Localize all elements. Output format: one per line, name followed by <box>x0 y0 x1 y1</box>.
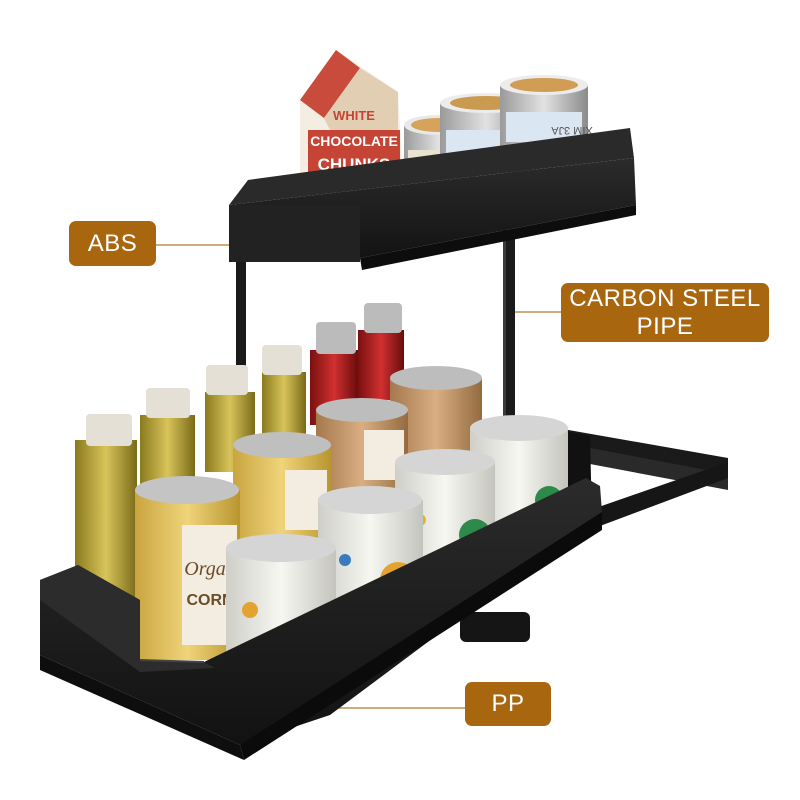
callout-pipe-line1: CARBON STEEL <box>569 284 761 312</box>
callout-pipe-line2: PIPE <box>636 312 694 340</box>
callout-abs: ABS <box>69 221 156 266</box>
callout-carbon-steel-pipe: CARBON STEEL PIPE <box>561 283 769 342</box>
oil-bottle <box>262 345 306 442</box>
upper-shelf-abs <box>229 128 636 270</box>
callout-pp: PP <box>465 682 551 726</box>
callout-pp-text: PP <box>491 690 525 718</box>
slide-rail <box>460 425 728 642</box>
tan-can <box>390 366 482 458</box>
yellow-can <box>233 432 331 545</box>
box-text-2: CHOCOLATE <box>310 133 398 149</box>
lower-shelf-pp <box>40 478 602 760</box>
tin-text: XIM 3JA <box>551 124 593 136</box>
can-word-text: CORN <box>186 592 233 609</box>
callout-abs-text: ABS <box>87 229 138 257</box>
lower-shelf-items: Orga CORN <box>75 303 568 663</box>
can-brand-text: Orga <box>184 558 225 580</box>
yellow-can: Orga CORN <box>135 476 240 660</box>
carbon-steel-pipe <box>236 230 515 430</box>
box-text-1: WHITE <box>333 108 375 123</box>
